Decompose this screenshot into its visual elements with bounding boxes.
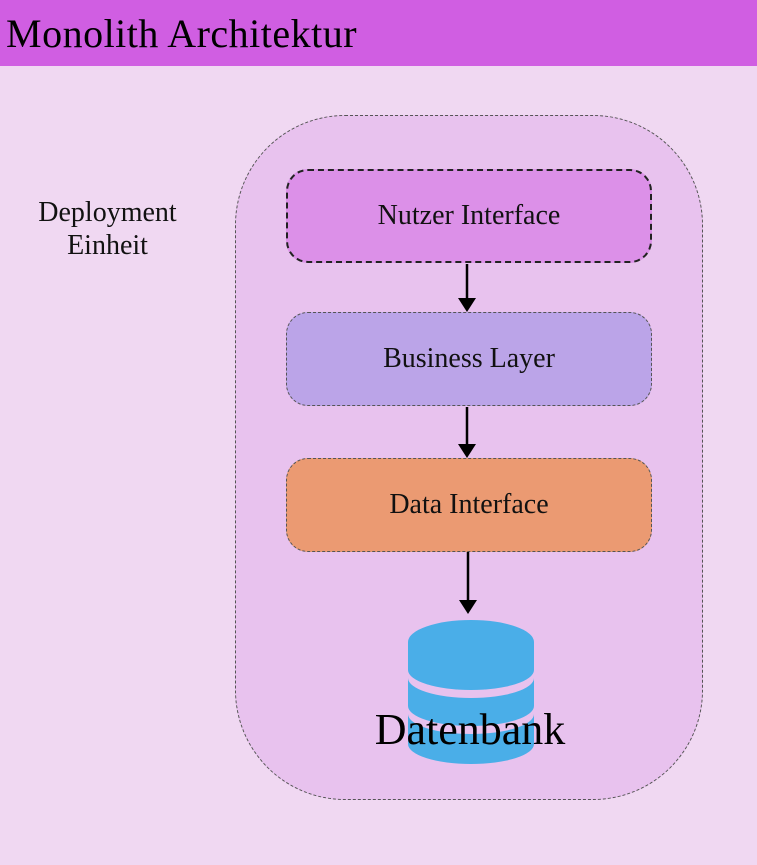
title-bar: Monolith Architektur xyxy=(0,0,757,66)
page-title: Monolith Architektur xyxy=(6,11,358,56)
deployment-unit-label: Deployment Einheit xyxy=(10,196,205,262)
database-top-ellipse xyxy=(408,620,534,664)
database-disk-middle xyxy=(408,678,534,726)
deployment-unit-label-line1: Deployment xyxy=(38,197,177,228)
database-disk-bottom xyxy=(408,714,534,764)
deployment-unit-label-line2: Einheit xyxy=(67,230,148,261)
user-interface-layer-label: Nutzer Interface xyxy=(377,200,561,231)
business-layer-label: Business Layer xyxy=(383,343,555,374)
data-interface-layer-label: Data Interface xyxy=(389,489,549,520)
business-layer: Business Layer xyxy=(286,312,652,406)
data-interface-layer: Data Interface xyxy=(286,458,652,552)
database-label: Datenbank xyxy=(374,705,566,754)
user-interface-layer: Nutzer Interface xyxy=(286,169,652,263)
database-icon xyxy=(408,620,534,764)
